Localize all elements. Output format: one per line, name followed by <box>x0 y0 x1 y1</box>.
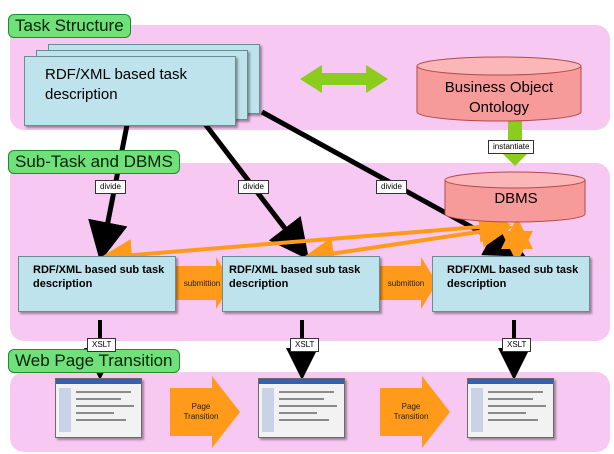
section-title-subtask-dbms: Sub-Task and DBMS <box>8 150 180 174</box>
submittion-arrow-2 <box>374 257 437 309</box>
xslt-tag-1: XSLT <box>87 338 117 352</box>
web-page-thumbnail-1 <box>55 378 142 438</box>
xslt-tag-3: XSLT <box>502 338 532 352</box>
dbms-label: DBMS <box>494 190 538 207</box>
task-description-text: RDF/XML based task description <box>45 66 187 103</box>
business-ontology-label: Business Object Ontology <box>444 79 554 116</box>
subtask-doc-2: RDF/XML based sub task description <box>222 256 380 312</box>
submittion-label-2: submittion <box>387 279 425 288</box>
section-title-task-structure: Task Structure <box>8 14 131 38</box>
page-transition-label-1: Page Transition <box>183 402 219 421</box>
submittion-label-1: submittion <box>183 279 221 288</box>
task-description-document: RDF/XML based task description <box>24 56 236 126</box>
web-page-thumbnail-2 <box>258 378 345 438</box>
dbms-link-1 <box>100 210 511 272</box>
green-double-arrow <box>300 65 388 93</box>
submittion-arrow-1 <box>170 257 232 309</box>
subtask-text-3: RDF/XML based sub task description <box>447 264 579 290</box>
divide-tag-2: divide <box>238 180 269 194</box>
web-page-thumbnail-3 <box>467 378 554 438</box>
page-transition-label-2: Page Transition <box>393 402 429 421</box>
divide-tag-1: divide <box>95 180 126 194</box>
dbms-link-2 <box>302 215 513 270</box>
business-ontology-cylinder <box>416 56 582 122</box>
xslt-tag-2: XSLT <box>290 338 320 352</box>
subtask-text-2: RDF/XML based sub task description <box>229 264 361 290</box>
divide-tag-3: divide <box>376 180 407 194</box>
page-transition-arrow-1 <box>170 376 240 448</box>
page-transition-arrow-2 <box>380 376 450 448</box>
subtask-text-1: RDF/XML based sub task description <box>33 264 165 290</box>
section-title-web-page-transition: Web Page Transition <box>8 349 180 373</box>
instantiate-tag: instantiate <box>488 140 535 154</box>
subtask-doc-3: RDF/XML based sub task description <box>432 256 590 312</box>
subtask-doc-1: RDF/XML based sub task description <box>18 256 176 312</box>
dbms-cylinder <box>444 171 586 223</box>
